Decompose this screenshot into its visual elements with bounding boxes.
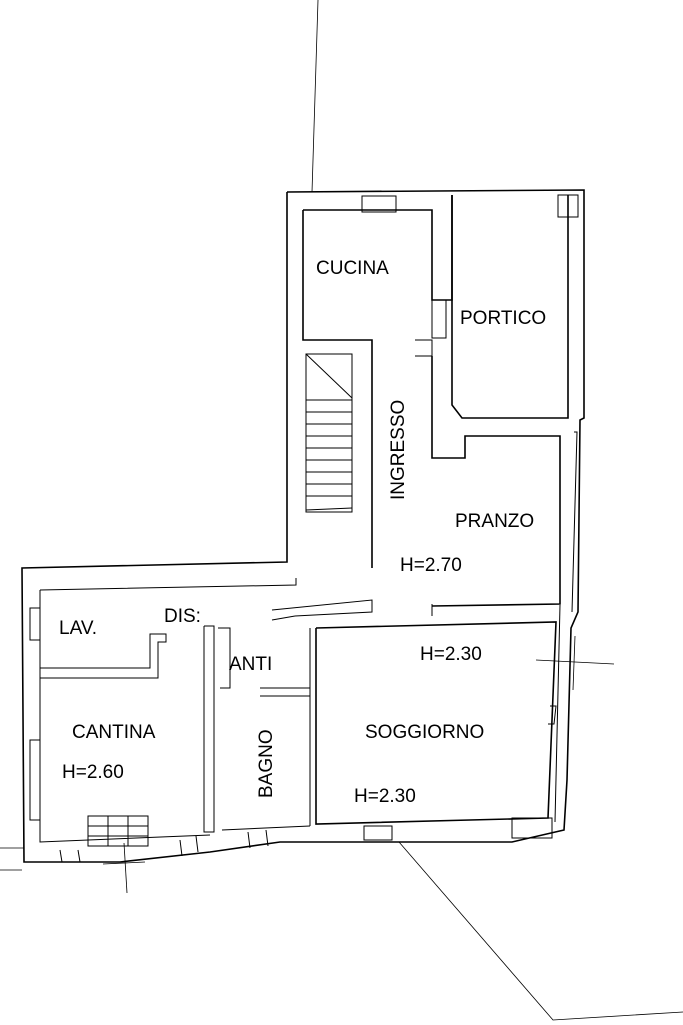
label-bagno: BAGNO — [256, 729, 277, 798]
label-portico: PORTICO — [460, 308, 546, 329]
label-cantina: CANTINA — [72, 722, 156, 743]
outer-walls — [21, 189, 585, 863]
ingresso-pranzo-walls — [271, 195, 561, 621]
lav-cantina-walls — [29, 607, 215, 863]
label-pranzo: PRANZO — [455, 511, 534, 532]
anti-bagno-walls — [218, 627, 311, 849]
label-soggiorno: SOGGIORNO — [365, 722, 484, 743]
room-labels: CUCINA PORTICO INGRESSO PRANZO H=2.70 LA… — [59, 258, 546, 807]
soggiorno-walls — [315, 621, 557, 841]
portico-walls — [415, 194, 579, 419]
label-ingresso: INGRESSO — [388, 400, 409, 500]
label-anti: ANTI — [229, 654, 272, 675]
label-cucina: CUCINA — [316, 258, 389, 279]
label-height-pranzo: H=2.70 — [400, 555, 462, 576]
label-height-soggiorno-top: H=2.30 — [420, 644, 482, 665]
label-height-soggiorno-bottom: H=2.30 — [354, 786, 416, 807]
label-lav: LAV. — [59, 618, 97, 639]
staircase — [305, 353, 353, 513]
label-dis: DIS: — [164, 606, 201, 627]
label-height-cantina: H=2.60 — [62, 762, 124, 783]
